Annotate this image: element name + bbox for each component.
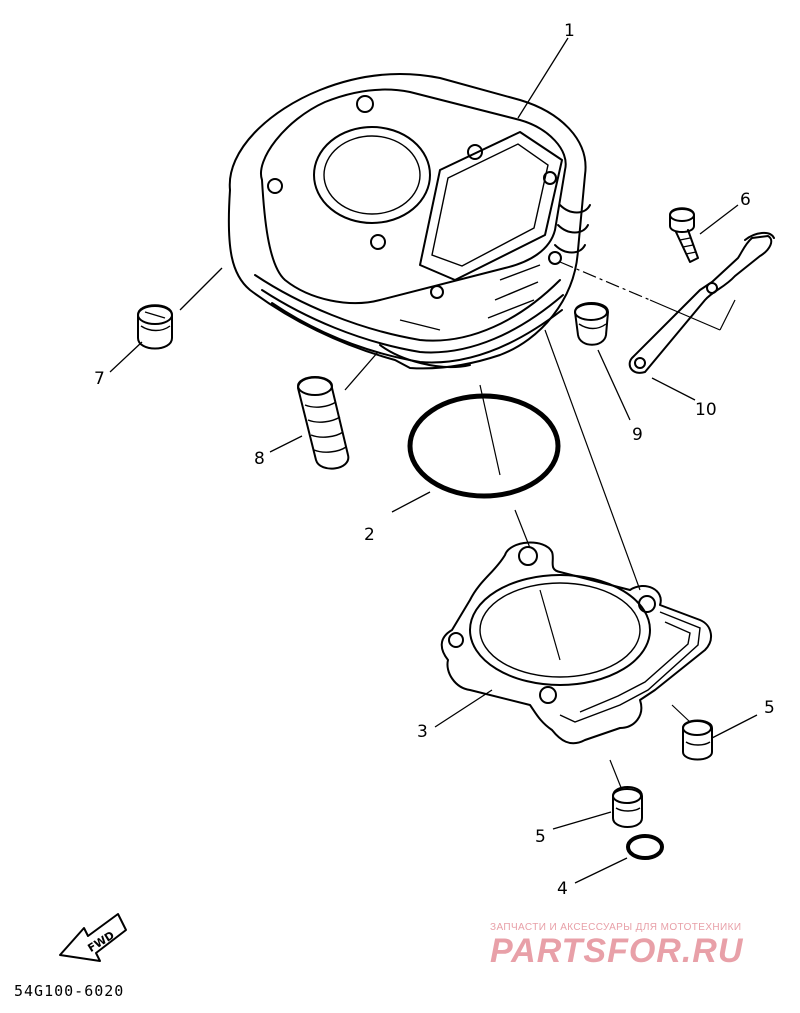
callout-8: 8 [254,449,265,469]
dowel-pin-part-7[interactable] [137,304,173,350]
o-ring-part-4[interactable] [626,834,664,860]
assembly-lines [479,261,736,791]
watermark-tagline: ЗАПЧАСТИ И АКСЕССУАРЫ ДЛЯ МОТОТЕХНИКИ [490,922,741,933]
callout-3: 3 [417,722,428,742]
dowel-part-8[interactable] [297,376,350,470]
fwd-label: FWD [85,929,116,955]
callout-2: 2 [364,525,375,545]
watermark: ЗАПЧАСТИ И АКСЕССУАРЫ ДЛЯ МОТОТЕХНИКИ PA… [490,922,744,970]
dowel-pin-part-5-lower[interactable] [612,786,643,828]
callout-1: 1 [564,21,575,41]
fwd-arrow-icon: FWD [59,913,127,962]
bolt-part-6[interactable] [669,207,699,263]
callout-9: 9 [632,425,643,445]
cylinder-part-1[interactable] [227,73,591,370]
callout-6: 6 [740,190,751,210]
callout-5-upper: 5 [764,698,775,718]
dowel-pin-part-9[interactable] [574,302,609,346]
dowel-pin-part-5-upper[interactable] [682,719,713,761]
cylinder-gasket-part-3[interactable] [440,541,712,745]
bracket-part-10[interactable] [628,232,775,374]
callout-10: 10 [695,400,717,420]
leader-lines [109,37,758,884]
o-ring-part-2[interactable] [407,393,561,499]
diagram-code: 54G100-6020 [14,982,124,1000]
callout-4: 4 [557,879,568,899]
watermark-logo: PARTSFOR.RU [490,932,744,970]
callout-5-lower: 5 [535,827,546,847]
callout-7: 7 [94,369,105,389]
